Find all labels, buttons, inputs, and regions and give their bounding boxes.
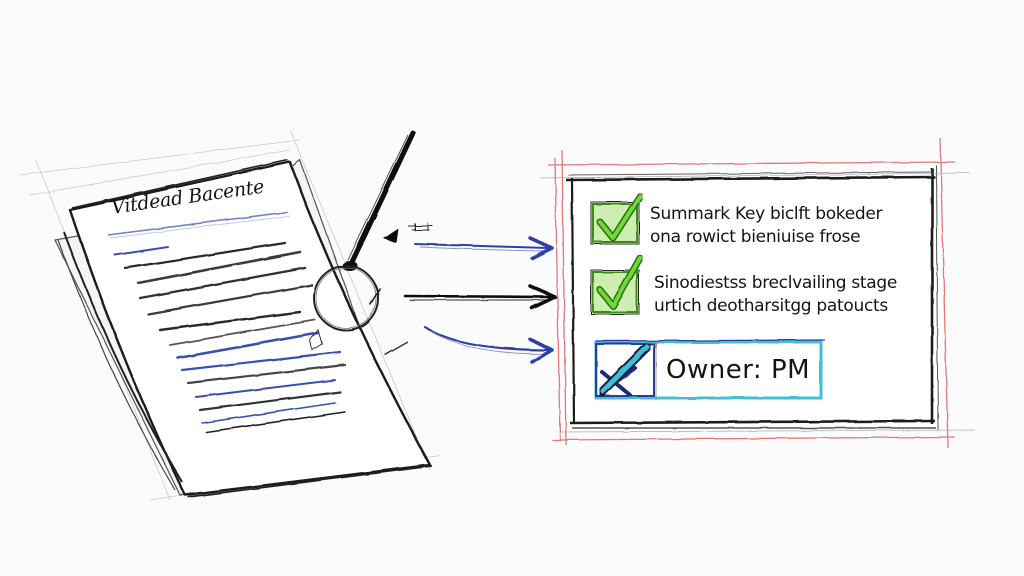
checkbox-item-2[interactable] [590,254,644,315]
arrow-bottom [423,325,554,364]
owner-label: Owner: PM [666,355,811,385]
checklist-item-2: Sinodiestss breclvailing stage urtich de… [654,272,897,318]
checklist-item-1-line-2: ona rowict bieniuise frose [650,227,861,247]
arrow-top [414,236,554,260]
checklist-item-1-line-1: Summark Key biclft bokeder [650,204,883,224]
flow-arrows [403,236,557,364]
checkbox-item-1[interactable] [590,192,644,245]
checklist-item-1: Summark Key biclft bokeder ona rowict bi… [650,203,883,249]
checklist-item-2-line-1: Sinodiestss breclvailing stage [654,273,898,293]
arrow-middle [403,284,557,310]
source-document [19,129,441,501]
magnifying-glass-icon [313,130,433,356]
checklist-item-2-line-2: urtich deotharsitgg patoucts [654,296,888,316]
pencil-icon [597,341,653,397]
